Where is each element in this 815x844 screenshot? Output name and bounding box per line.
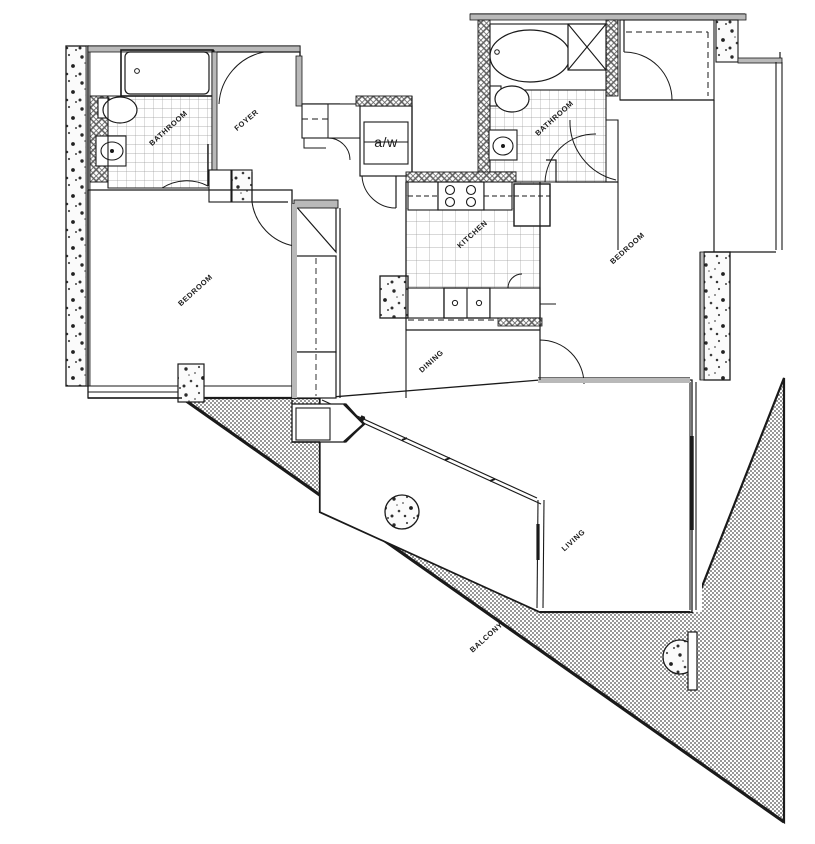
label-appliance-closet: a/w (374, 134, 398, 150)
bathroom-left (87, 45, 301, 386)
label-dining: DINING (417, 348, 445, 375)
entry-closet (301, 103, 367, 161)
living-room-floor (319, 379, 702, 613)
bathroom-right (469, 13, 747, 183)
column-round-2 (662, 631, 698, 691)
kitchen (379, 171, 551, 380)
exterior-wall-right (699, 251, 731, 381)
bay-window-entry (291, 400, 366, 443)
bedroom-closet-left (292, 199, 339, 399)
exterior-wall-left (65, 45, 91, 387)
label-bedroom-left: BEDROOM (176, 272, 214, 308)
column-round-1 (384, 494, 420, 530)
label-bedroom-right: BEDROOM (608, 230, 646, 266)
label-balcony: BALCONY (468, 620, 505, 654)
dining (339, 208, 407, 398)
walk-in-closet (619, 19, 783, 250)
bedroom-left (87, 189, 339, 403)
label-foyer: FOYER (232, 107, 260, 132)
appliance-closet (355, 95, 413, 209)
